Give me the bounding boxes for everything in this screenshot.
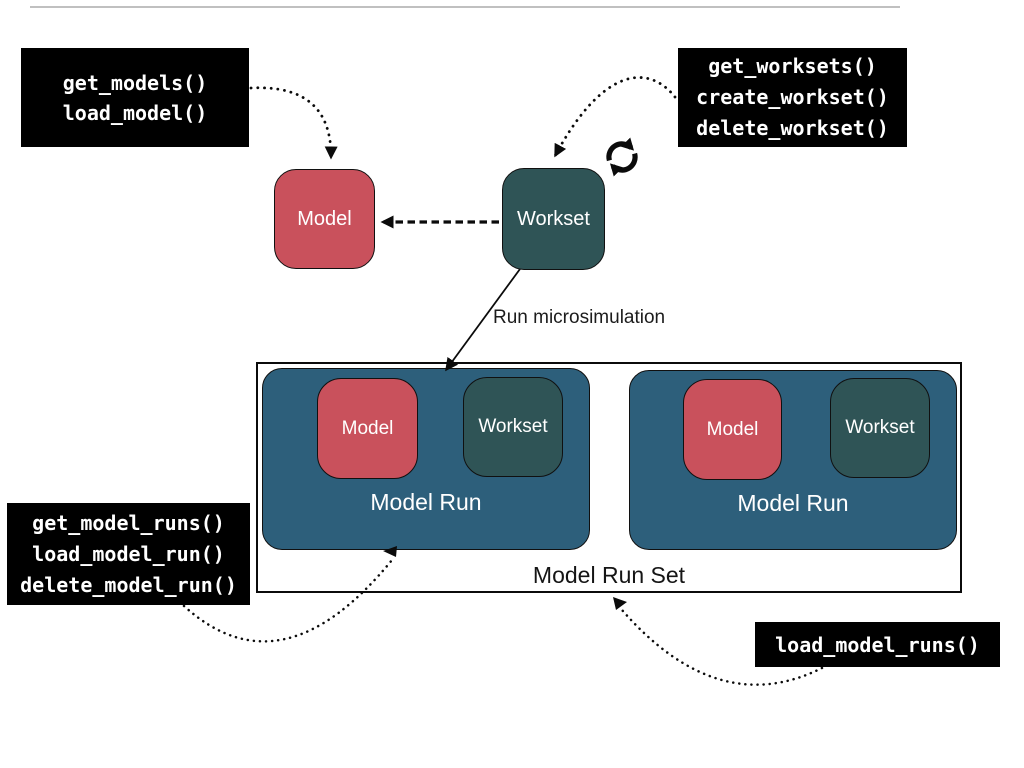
model-run-set-box: Model Run Set Model Workset Model Run Mo…	[256, 362, 962, 593]
refresh-icon-bottom-arc	[609, 152, 638, 177]
workset-chip-label: Workset	[478, 416, 548, 437]
model-node-label: Model	[297, 207, 352, 230]
model-run-box-2: Model Workset Model Run	[629, 370, 957, 550]
model-chip-label: Model	[706, 418, 759, 440]
api-function-label: get_worksets()	[708, 54, 877, 78]
api-box-load-model-runs: load_model_runs()	[755, 622, 1000, 667]
model-run-box-1: Model Workset Model Run	[262, 368, 590, 550]
workset-chip-label: Workset	[845, 417, 915, 438]
api-box-model-run: get_model_runs() load_model_run() delete…	[7, 503, 250, 605]
refresh-icon	[606, 137, 638, 177]
api-function-label: get_models()	[62, 70, 208, 95]
workset-node-label: Workset	[517, 207, 590, 230]
dotted-arrow-workset-api	[553, 76, 677, 158]
arrowhead-load-model-runs-api	[613, 597, 627, 610]
model-chip: Model	[683, 379, 782, 480]
model-chip-label: Model	[341, 417, 394, 439]
model-run-label: Model Run	[737, 490, 849, 516]
dotted-arrow-model-api	[249, 86, 338, 160]
workset-chip: Workset	[830, 378, 930, 478]
api-function-label: delete_model_run()	[20, 572, 237, 597]
api-function-label: delete_workset()	[696, 116, 889, 140]
api-box-model: get_models() load_model()	[21, 48, 249, 147]
api-box-workset: get_worksets() create_workset() delete_w…	[678, 48, 907, 147]
workset-node: Workset	[502, 168, 605, 270]
refresh-icon-top-arc	[606, 137, 635, 162]
api-function-label: load_model_runs()	[775, 632, 980, 657]
model-run-set-label: Model Run Set	[532, 562, 686, 588]
api-function-label: get_model_runs()	[32, 510, 225, 535]
model-chip: Model	[317, 378, 418, 479]
run-microsimulation-label: Run microsimulation	[493, 307, 666, 328]
api-function-label: load_model_run()	[32, 541, 225, 566]
workset-chip: Workset	[463, 377, 563, 477]
api-function-label: create_workset()	[696, 85, 889, 109]
model-run-label: Model Run	[370, 489, 482, 515]
api-function-label: load_model()	[62, 100, 208, 125]
model-node: Model	[274, 169, 375, 269]
